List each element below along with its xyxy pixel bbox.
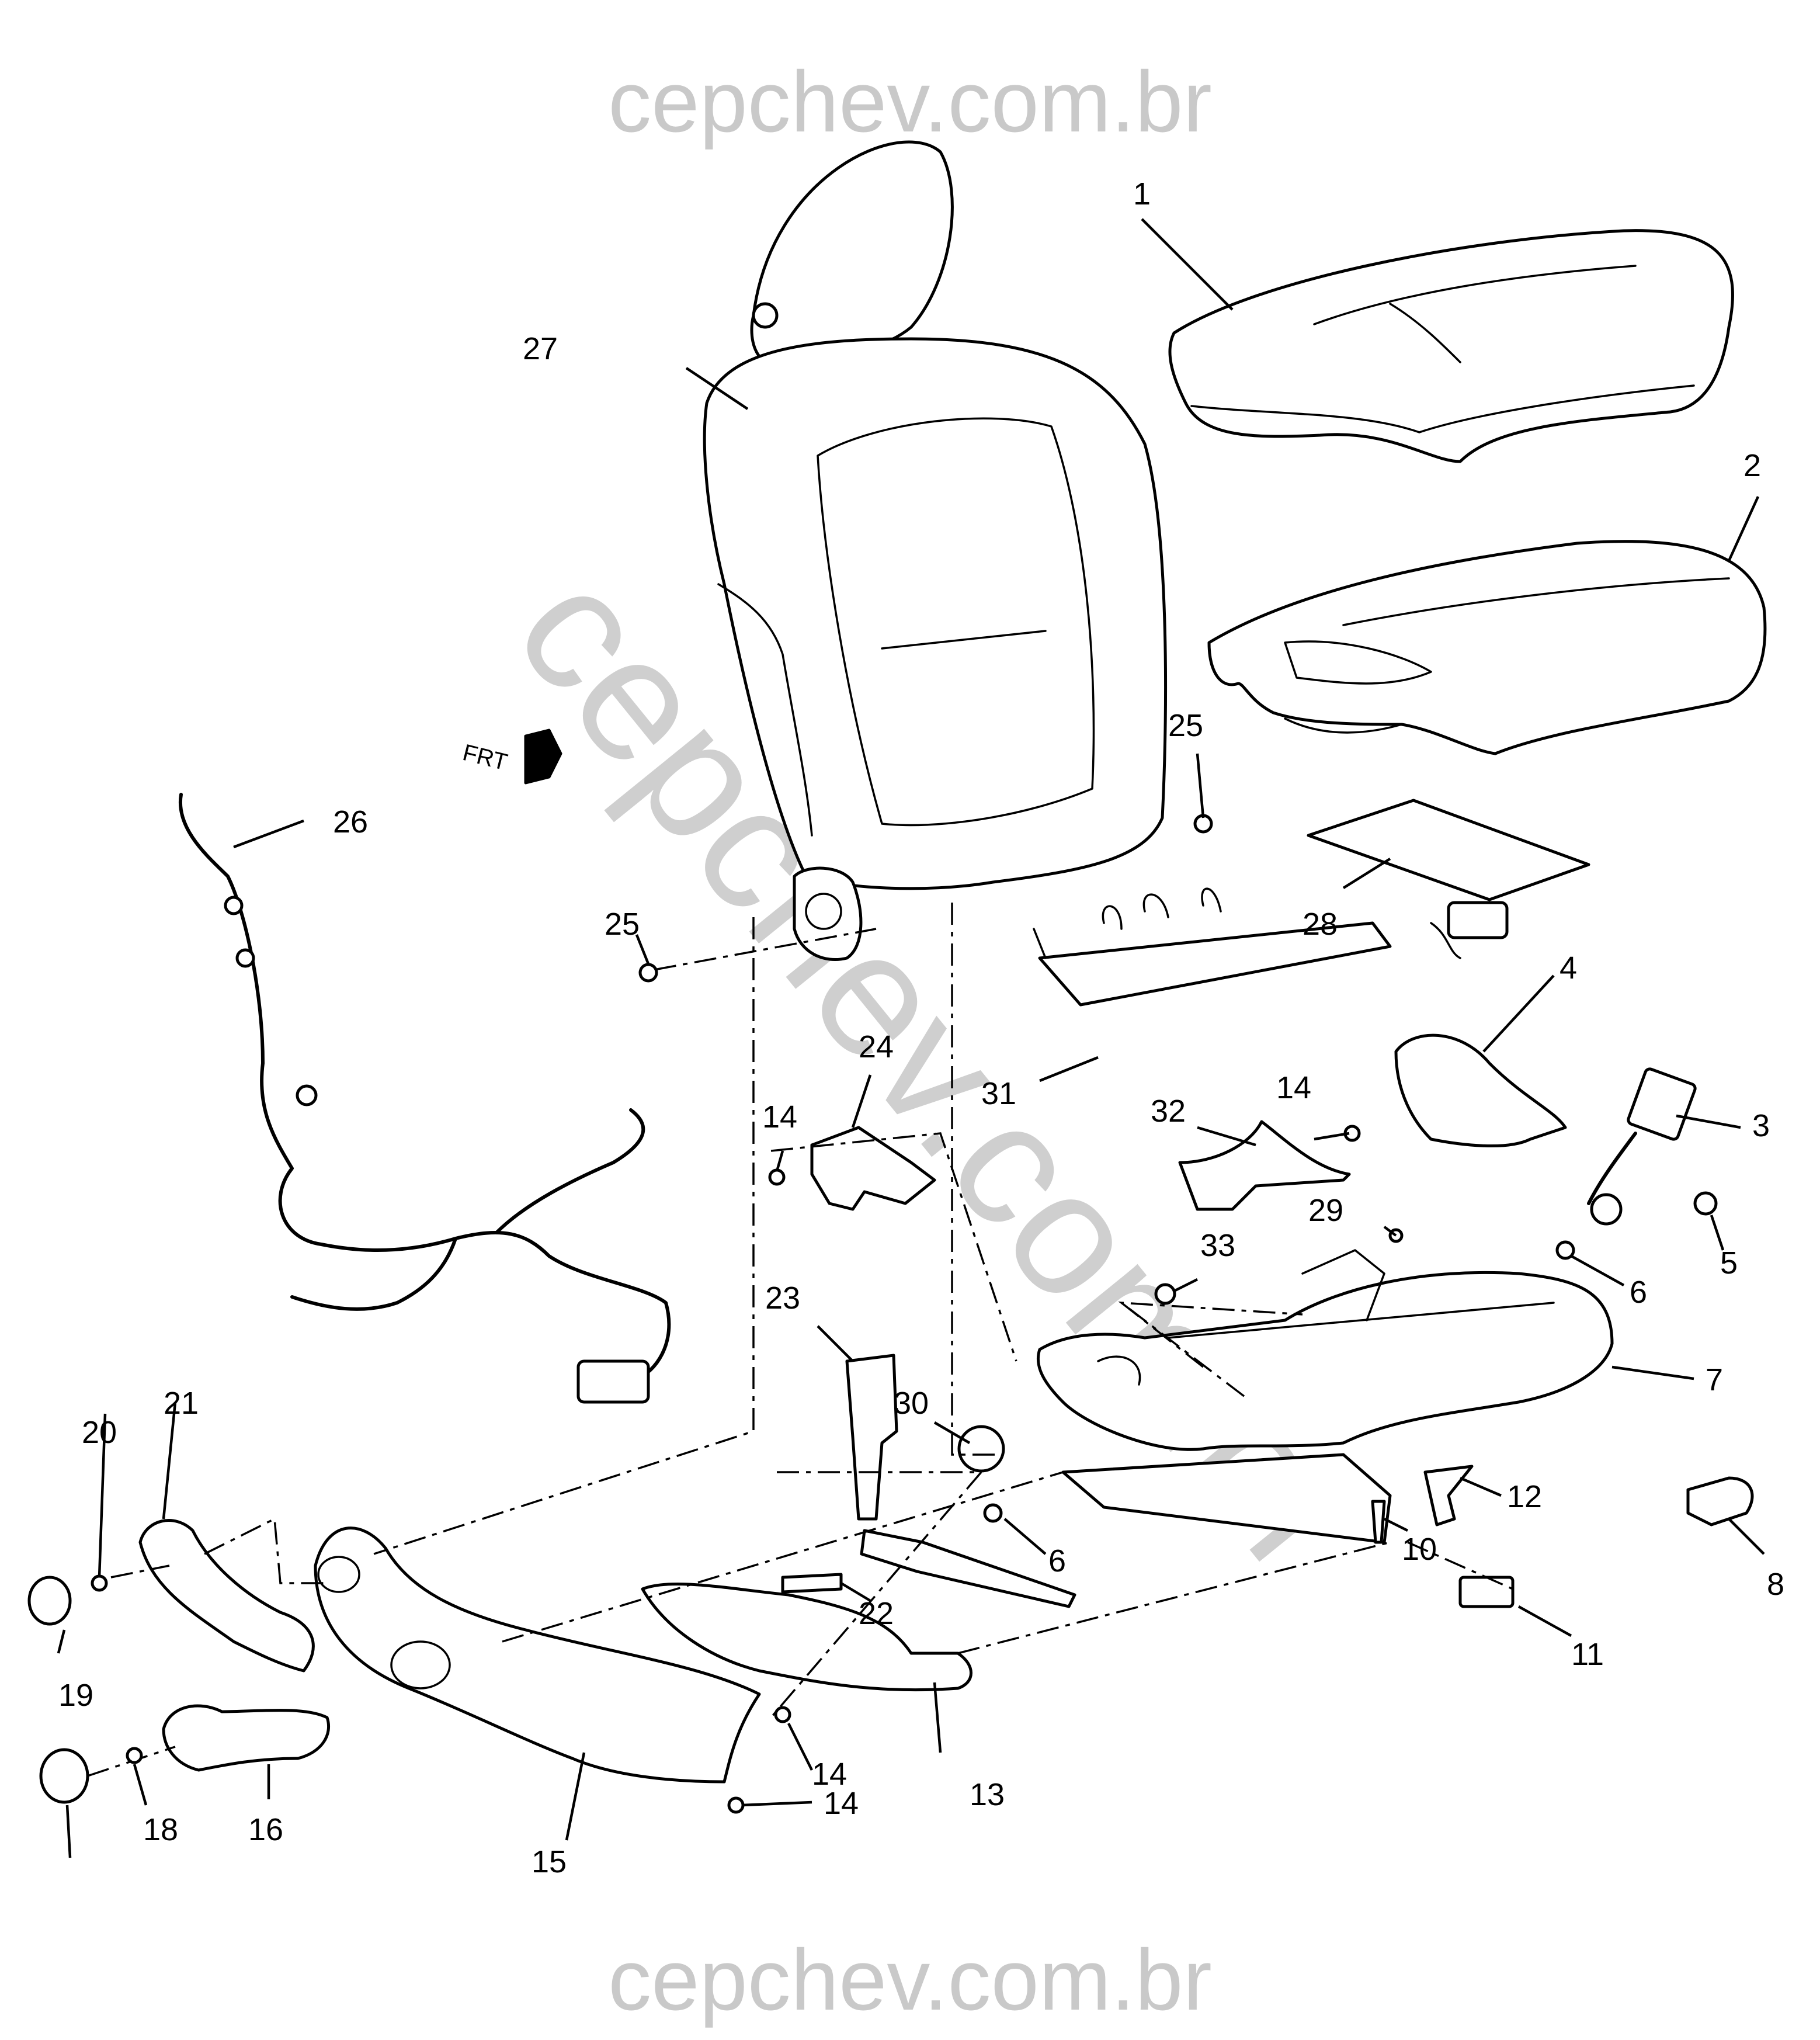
fastener-14-d bbox=[727, 1796, 745, 1814]
assembly-line-8 bbox=[957, 1541, 1391, 1654]
assembly-line-2 bbox=[373, 917, 755, 1555]
callout-14-a: 14 bbox=[762, 1099, 797, 1135]
callout-14-d: 14 bbox=[824, 1786, 859, 1821]
callout-13: 13 bbox=[970, 1777, 1005, 1812]
part-28-module bbox=[1307, 799, 1590, 959]
callout-5: 5 bbox=[1720, 1245, 1738, 1281]
fastener-18 bbox=[126, 1747, 143, 1764]
part-seat-cushion-cover bbox=[1168, 229, 1734, 463]
callout-28: 28 bbox=[1303, 907, 1338, 942]
callout-1: 1 bbox=[1133, 176, 1151, 211]
callout-23: 23 bbox=[765, 1281, 800, 1316]
part-30-recliner bbox=[957, 1425, 1005, 1473]
watermark-bottom: cepchev.com.br bbox=[608, 1932, 1212, 2028]
callout-4: 4 bbox=[1559, 950, 1577, 986]
callout-27: 27 bbox=[523, 331, 558, 366]
callout-25-lower: 25 bbox=[605, 907, 640, 942]
part-seatback bbox=[703, 140, 1168, 962]
fastener-25-lower bbox=[638, 963, 658, 983]
assembly-line-12 bbox=[110, 1564, 170, 1578]
assembly-line-3 bbox=[654, 928, 877, 971]
part-11-cover bbox=[1458, 1576, 1515, 1608]
part-shaft bbox=[860, 1529, 1076, 1608]
part-4-trim bbox=[1394, 1033, 1567, 1148]
callout-12: 12 bbox=[1507, 1479, 1542, 1514]
callout-labels: 1 2 3 4 5 6 6 7 8 10 11 12 13 14 14 14 1… bbox=[58, 176, 1784, 1879]
callout-24: 24 bbox=[859, 1029, 894, 1064]
part-3-buckle bbox=[1587, 1067, 1697, 1226]
callout-31: 31 bbox=[981, 1076, 1016, 1111]
callout-6-upper: 6 bbox=[1630, 1275, 1647, 1310]
part-22-bolt bbox=[781, 1573, 843, 1594]
callout-19: 19 bbox=[58, 1678, 93, 1713]
callout-21: 21 bbox=[164, 1386, 199, 1421]
fastener-20 bbox=[91, 1574, 108, 1592]
callout-18: 18 bbox=[143, 1812, 178, 1847]
callout-25-upper: 25 bbox=[1168, 708, 1203, 743]
watermark-top: cepchev.com.br bbox=[608, 54, 1212, 150]
part-spring-mat bbox=[1033, 887, 1392, 1007]
fastener-6-lower bbox=[983, 1503, 1003, 1523]
part-23-post bbox=[845, 1354, 898, 1521]
part-19-cap-lower bbox=[39, 1748, 89, 1804]
part-32-bracket bbox=[1178, 1120, 1351, 1211]
fastener-14-c bbox=[774, 1706, 791, 1723]
callout-6-lower: 6 bbox=[1048, 1543, 1066, 1578]
callout-20: 20 bbox=[82, 1415, 117, 1450]
leader-lines bbox=[57, 218, 1765, 1858]
assembly-line-9 bbox=[1407, 1541, 1513, 1590]
callout-14-c: 14 bbox=[812, 1757, 847, 1792]
callout-26: 26 bbox=[333, 804, 368, 839]
frt-arrow: FRT bbox=[460, 728, 562, 785]
callout-32: 32 bbox=[1151, 1094, 1186, 1129]
part-7-frame bbox=[1036, 1249, 1614, 1451]
fastener-6-upper bbox=[1555, 1240, 1575, 1260]
callout-30: 30 bbox=[894, 1386, 929, 1421]
part-21-handle bbox=[138, 1519, 315, 1673]
fastener-10 bbox=[1371, 1500, 1386, 1544]
part-24-bracket bbox=[810, 1126, 936, 1211]
part-16-handle bbox=[162, 1704, 331, 1772]
assembly-line-4 bbox=[770, 1132, 1017, 1362]
callout-33: 33 bbox=[1200, 1228, 1235, 1263]
part-13-trim bbox=[641, 1582, 972, 1692]
fastener-33 bbox=[1154, 1283, 1176, 1305]
assembly-line-1 bbox=[951, 903, 999, 1456]
callout-15: 15 bbox=[532, 1844, 567, 1879]
part-wiring-harness bbox=[178, 793, 671, 1404]
callout-3: 3 bbox=[1752, 1108, 1770, 1143]
part-seat-cushion-pad bbox=[1207, 540, 1767, 755]
callout-11: 11 bbox=[1571, 1637, 1604, 1672]
assembly-line-6 bbox=[204, 1517, 327, 1584]
callout-14-b: 14 bbox=[1276, 1070, 1311, 1105]
callout-10: 10 bbox=[1402, 1532, 1437, 1567]
part-12-clip bbox=[1423, 1465, 1474, 1526]
frt-label: FRT bbox=[460, 740, 510, 775]
assembly-line-7 bbox=[502, 1471, 1064, 1643]
fastener-14-a bbox=[768, 1168, 786, 1186]
callout-7: 7 bbox=[1706, 1362, 1723, 1397]
part-15-shield bbox=[314, 1526, 761, 1784]
assembly-line-11 bbox=[770, 1471, 984, 1719]
part-19-cap-upper bbox=[27, 1576, 72, 1626]
assembly-line-10 bbox=[1118, 1301, 1303, 1397]
callout-16: 16 bbox=[248, 1812, 283, 1847]
callout-22: 22 bbox=[859, 1596, 894, 1631]
callout-29: 29 bbox=[1308, 1193, 1343, 1228]
fastener-25-upper bbox=[1193, 814, 1213, 834]
callout-8: 8 bbox=[1767, 1567, 1784, 1602]
part-8-handle bbox=[1686, 1476, 1754, 1526]
fastener-5 bbox=[1693, 1191, 1718, 1216]
callout-2: 2 bbox=[1743, 448, 1761, 483]
